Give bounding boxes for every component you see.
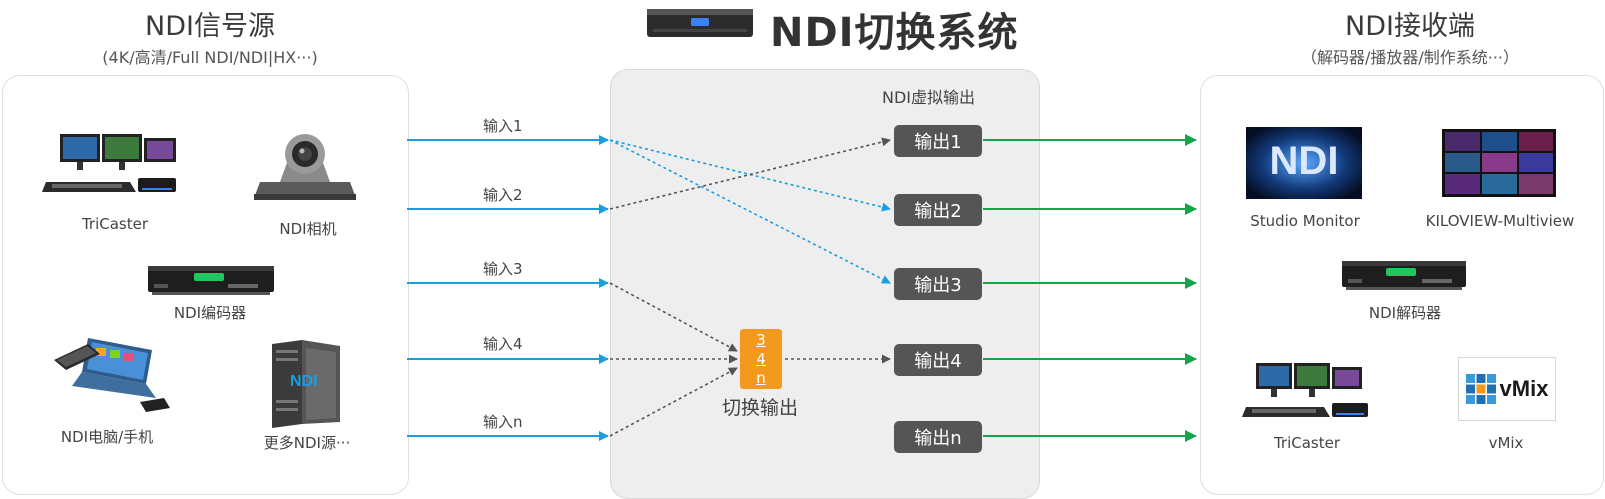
input-label-n: 输入n: [483, 413, 523, 431]
receiver-subtitle: （解码器/播放器/制作系统···）: [1300, 48, 1520, 67]
input-label-4: 输入4: [483, 335, 523, 353]
tricaster-receiver-label: TriCaster: [1273, 434, 1341, 452]
switch-number-n: n: [756, 368, 766, 387]
input-label-3: 输入3: [483, 260, 523, 278]
vmix-logo-text: vMix: [1499, 376, 1549, 401]
vmix-label: vMix: [1488, 434, 1524, 452]
tricaster-source-icon: [42, 130, 182, 209]
route-in1-out3: [609, 139, 891, 284]
input-label-2: 输入2: [483, 186, 523, 204]
svg-text:NDI: NDI: [290, 373, 318, 390]
more-ndi-sources-label: 更多NDI源···: [263, 434, 351, 452]
switcher-title: NDI切换系统: [770, 10, 1019, 56]
output-box-1: 输出1: [894, 125, 982, 157]
studio-monitor-icon: NDI: [1246, 127, 1362, 199]
source-subtitle: (4K/高清/Full NDI/NDI|HX···): [102, 48, 318, 67]
vmix-logo: vMix: [1458, 357, 1556, 421]
ndi-decoder-icon: [1340, 257, 1468, 297]
ndi-camera-icon: [250, 132, 360, 208]
vmix-grid-icon: [1465, 374, 1496, 404]
multiview-icon: [1442, 129, 1556, 201]
switcher-device-icon: [645, 6, 755, 40]
output-box-2: 输出2: [894, 194, 982, 226]
multiview-label: KILOVIEW-Multiview: [1425, 212, 1575, 230]
route-in3-switch: [609, 282, 738, 352]
switch-box: 3 4 n: [740, 329, 782, 389]
ndi-camera-label: NDI相机: [279, 220, 337, 238]
route-in2-out1: [609, 137, 891, 210]
switch-number-3: 3: [756, 330, 766, 349]
ndi-encoder-icon: [146, 262, 276, 302]
more-ndi-sources-icon: NDI: [262, 340, 344, 432]
ndi-encoder-label: NDI编码器: [173, 304, 247, 322]
tricaster-receiver-icon: [1242, 359, 1372, 433]
route-inn-switch: [609, 367, 738, 437]
receiver-title: NDI接收端: [1345, 11, 1475, 42]
output-box-n: 输出n: [894, 421, 982, 453]
switch-output-label: 切换输出: [722, 397, 799, 419]
studio-monitor-logo-text: NDI: [1269, 139, 1339, 183]
input-label-1: 输入1: [483, 117, 523, 135]
ndi-pc-label: NDI电脑/手机: [60, 428, 154, 446]
output-box-4: 输出4: [894, 344, 982, 376]
switch-number-4: 4: [756, 349, 766, 368]
virtual-output-label: NDI虚拟输出: [882, 88, 976, 107]
ndi-pc-icon: [52, 336, 177, 425]
source-title: NDI信号源: [145, 11, 275, 42]
studio-monitor-label: Studio Monitor: [1250, 212, 1360, 230]
ndi-decoder-label: NDI解码器: [1368, 304, 1442, 322]
output-box-3: 输出3: [894, 268, 982, 300]
tricaster-source-label: TriCaster: [81, 215, 149, 233]
